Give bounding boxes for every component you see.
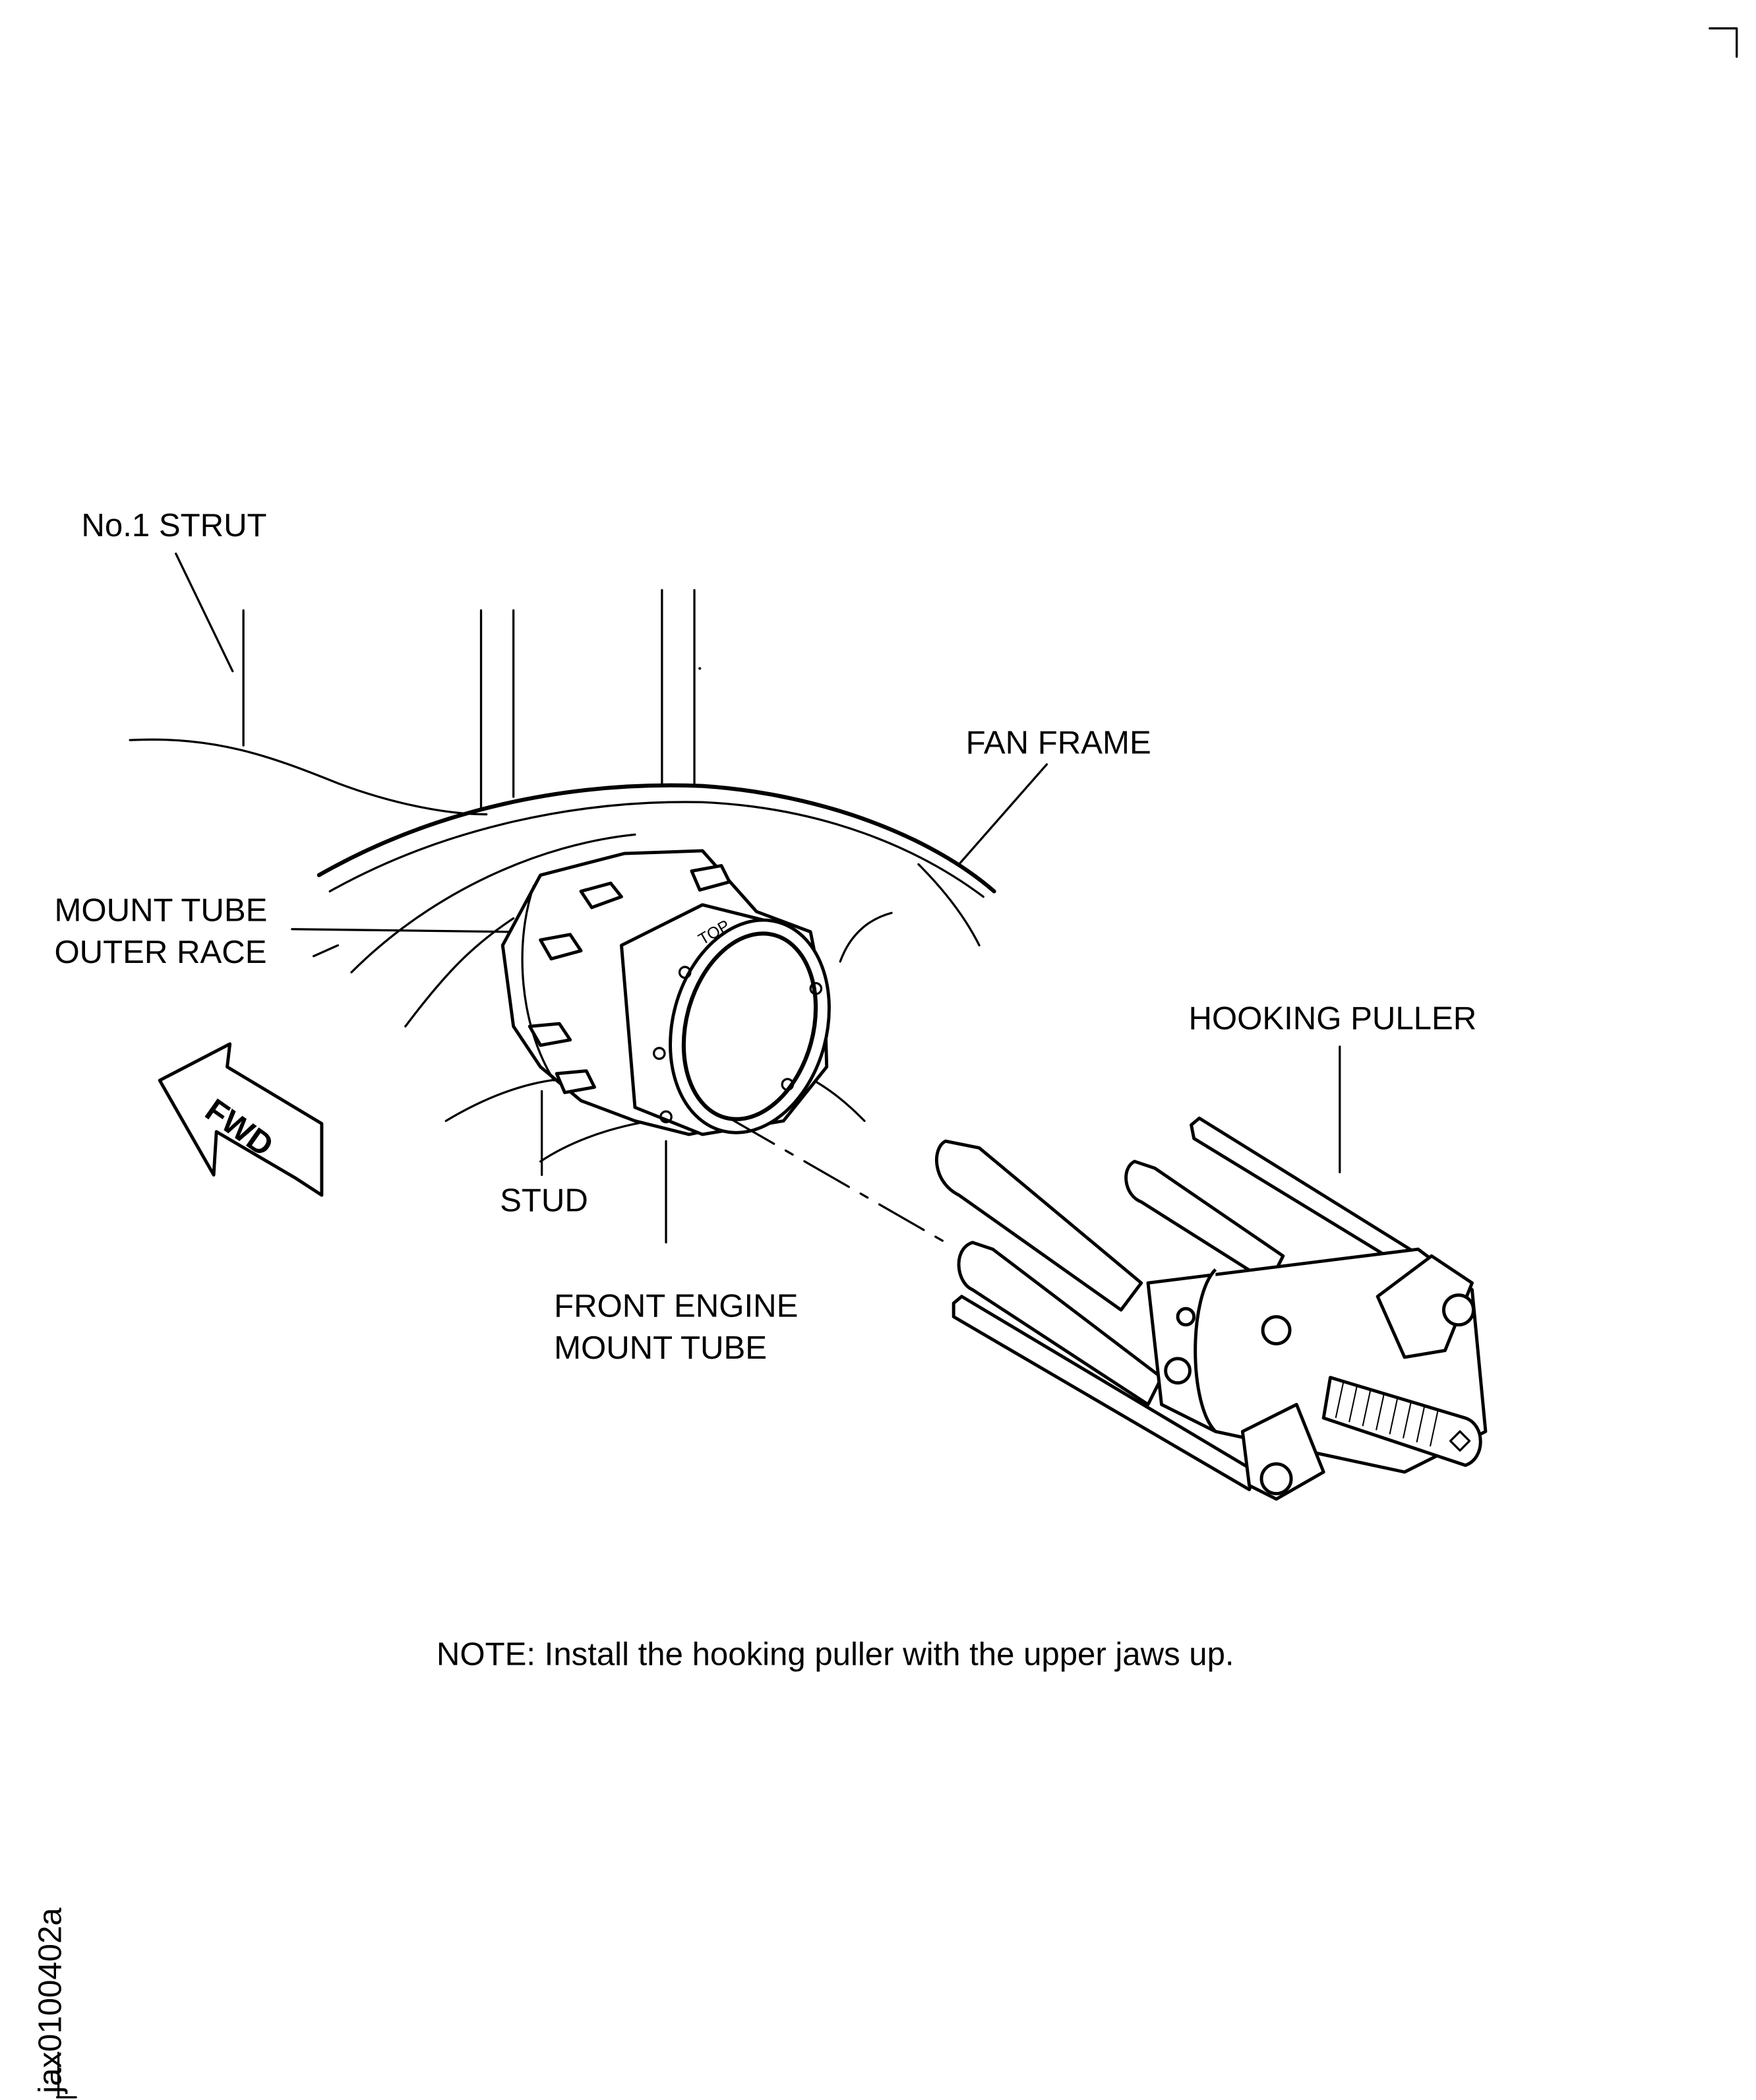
figure-id: jax0100402a — [33, 1907, 69, 2095]
note-text: NOTE: Install the hooking puller with th… — [437, 1637, 1234, 1673]
outer-race-label-line1: MOUNT TUBE — [54, 892, 267, 928]
fan-frame-drawing — [312, 783, 996, 1163]
mount-tube-label-line1: FRONT ENGINE — [554, 1288, 798, 1324]
stud-label: STUD — [500, 1183, 588, 1219]
mount-tube-drawing: TOP — [500, 849, 831, 1136]
outer-race-leader — [291, 928, 510, 933]
strut-drawing — [129, 589, 702, 816]
mount-tube-label-line2: MOUNT TUBE — [554, 1330, 767, 1366]
fwd-arrow-icon: FWD — [158, 1042, 324, 1197]
fan-frame-label: FAN FRAME — [966, 726, 1151, 761]
hooking-puller-drawing — [935, 1116, 1488, 1501]
outer-race-label-line2: OUTER RACE — [54, 935, 266, 970]
strut-leader — [175, 552, 234, 673]
strut-label: No.1 STRUT — [81, 508, 266, 543]
alignment-dashed-line — [728, 1117, 947, 1244]
corner-mark — [1709, 27, 1738, 58]
hooking-puller-label: HOOKING PULLER — [1188, 1001, 1476, 1036]
stud-bolts — [528, 864, 731, 1094]
fan-frame-leader — [957, 763, 1048, 866]
figure-id-mark — [55, 2051, 77, 2099]
